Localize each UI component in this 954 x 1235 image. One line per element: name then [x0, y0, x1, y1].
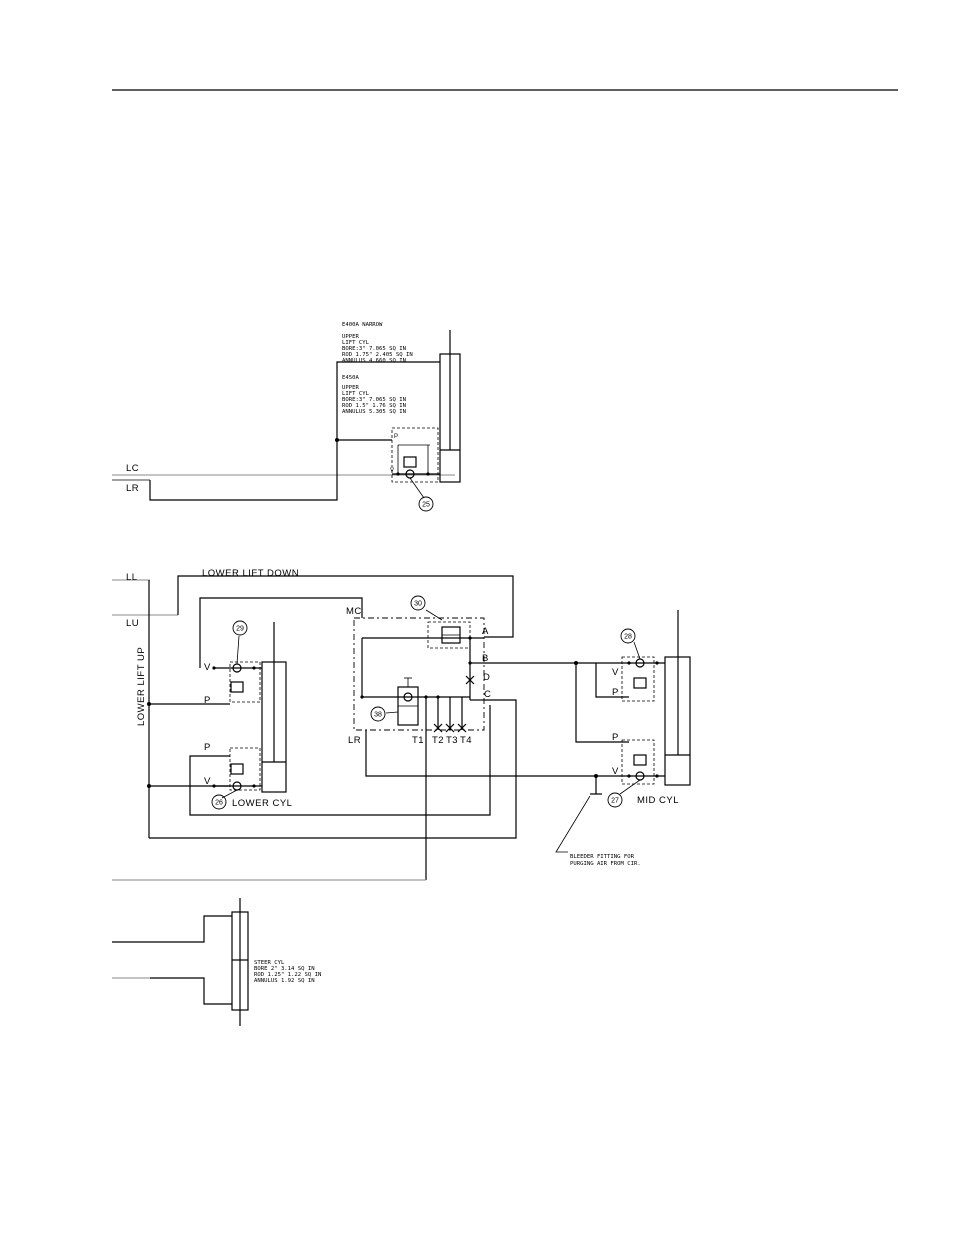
narrow-note-title: E400A NARROW — [342, 322, 383, 328]
bubble-29-text: 29 — [236, 626, 244, 633]
bleeder-note-2: PURGING AIR FROM CIR. — [570, 861, 641, 867]
std-note-3: BORE:3" 7.065 SQ IN — [342, 397, 406, 403]
mid-v-bot-label: V — [612, 766, 619, 777]
mc-label: MC — [346, 606, 362, 617]
port-d-label: D — [483, 672, 490, 683]
bubble-27-text: 27 — [611, 798, 619, 805]
upper-v-label: V — [390, 468, 394, 474]
lower-p2-line — [189, 705, 491, 816]
lower-lift-down-label: LOWER LIFT DOWN — [202, 568, 299, 579]
steer-note-2: BORE 2" 3.14 SQ IN — [254, 966, 315, 972]
narrow-note-2: LIFT CYL — [342, 340, 370, 346]
steer-line-1 — [112, 915, 232, 943]
lower-bot-relief — [230, 763, 244, 775]
lower-lift-up-label: LOWER LIFT UP — [136, 647, 147, 726]
lr-top-label: LR — [126, 483, 139, 494]
lower-v-top-label: V — [204, 662, 211, 673]
port-c-label: C — [484, 689, 491, 700]
t1-label: T1 — [412, 735, 424, 746]
lower-v-bot-label: V — [204, 776, 211, 787]
bubble-25-leader — [409, 477, 425, 499]
manifold-block — [353, 617, 485, 731]
lower-p-bot-label: P — [204, 742, 211, 753]
bubble-27-leader — [619, 779, 641, 795]
lower-p-top-label: P — [204, 695, 211, 706]
upper-valve-block — [391, 427, 439, 483]
t4-label: T4 — [460, 735, 472, 746]
bubble-26-text: 26 — [215, 800, 223, 807]
lu-label: LU — [126, 618, 139, 629]
bubble-26 — [211, 794, 227, 810]
mid-top-valve-block — [621, 656, 655, 702]
lower-mid-section: LL LU LOWER LIFT DOWN LOWER LIFT UP V P … — [112, 568, 691, 881]
bubble-26-leader — [221, 789, 238, 799]
junction-dot — [335, 438, 339, 442]
port-b-label: B — [482, 653, 489, 664]
solenoid-check — [403, 692, 413, 702]
bubble-30 — [410, 595, 426, 611]
mid-top-relief — [633, 677, 647, 689]
bleeder-leader — [555, 795, 591, 853]
mid-v-top-label: V — [612, 667, 619, 678]
narrow-note-1: UPPER — [342, 334, 359, 340]
bubble-29-leader — [236, 635, 240, 665]
port-a-label: A — [482, 626, 489, 637]
ll-label: LL — [126, 572, 138, 583]
upper-relief-valve — [403, 456, 417, 468]
steer-section: STEER CYL BORE 2" 3.14 SQ IN ROD 1.25" 1… — [112, 898, 321, 1026]
bubble-38-text: 38 — [374, 712, 382, 719]
std-note-5: ANNULUS 5.305 SQ IN — [342, 409, 406, 415]
narrow-note-3: BORE:3" 7.065 SQ IN — [342, 346, 406, 352]
lower-top-valve-block — [229, 661, 261, 703]
steer-note-3: ROD 1.25" 1.22 SQ IN — [254, 972, 321, 978]
bubble-28-text: 28 — [624, 634, 632, 641]
steer-note-1: STEER CYL — [254, 960, 285, 966]
mid-cyl-label: MID CYL — [637, 795, 679, 806]
lower-top-relief — [230, 681, 244, 693]
steer-line-2 — [150, 977, 232, 1005]
mid-bot-relief — [633, 754, 647, 766]
mid-p-bot-label: P — [612, 732, 619, 743]
std-note-2: LIFT CYL — [342, 391, 370, 397]
t2-label: T2 — [432, 735, 444, 746]
bubble-28-leader — [633, 641, 641, 660]
std-note-1: UPPER — [342, 385, 359, 391]
bubble-30-text: 30 — [414, 601, 422, 608]
upper-lift-section: P V 25 LC LR E400A NARROW UPPER LIFT CYL… — [112, 322, 461, 512]
lower-bot-valve-block — [229, 747, 261, 791]
bubble-30-leader — [425, 609, 443, 621]
bubble-29 — [232, 620, 248, 636]
lr-mid-line — [365, 730, 629, 777]
lr-mid-label: LR — [348, 735, 361, 746]
lr-line — [149, 361, 440, 501]
mid-bot-valve-block — [621, 739, 655, 785]
lower-cyl-label: LOWER CYL — [232, 798, 292, 809]
lc-label: LC — [126, 463, 139, 474]
mid-p-top-line — [595, 663, 629, 698]
bubble-28 — [620, 628, 636, 644]
bubble-38 — [370, 706, 386, 722]
port-plugs — [433, 675, 475, 733]
port-c-return-line — [149, 699, 517, 839]
t3-label: T3 — [446, 735, 458, 746]
bubble-25 — [418, 496, 434, 512]
std-note-title: E450A — [342, 375, 359, 381]
bleeder-note-1: BLEEDER FITTING FOR — [570, 854, 635, 860]
mc-line — [199, 597, 363, 668]
lower-lift-down-line — [177, 575, 514, 638]
narrow-note-4: ROD 1.75" 2.405 SQ IN — [342, 352, 413, 358]
upper-p-label: P — [394, 434, 398, 440]
std-note-4: ROD 1.5" 1.76 SQ IN — [342, 403, 406, 409]
bubble-25-text: 25 — [422, 502, 430, 509]
narrow-note-5: ANNULUS 4.660 SQ IN — [342, 358, 406, 364]
bubble-38-leader — [385, 711, 399, 714]
valve-30-pilot — [427, 621, 471, 649]
mid-p-bot-line — [575, 663, 629, 743]
bubble-27 — [607, 792, 623, 808]
steer-note-4: ANNULUS 1.92 SQ IN — [254, 978, 315, 984]
mid-p-top-label: P — [612, 687, 619, 698]
